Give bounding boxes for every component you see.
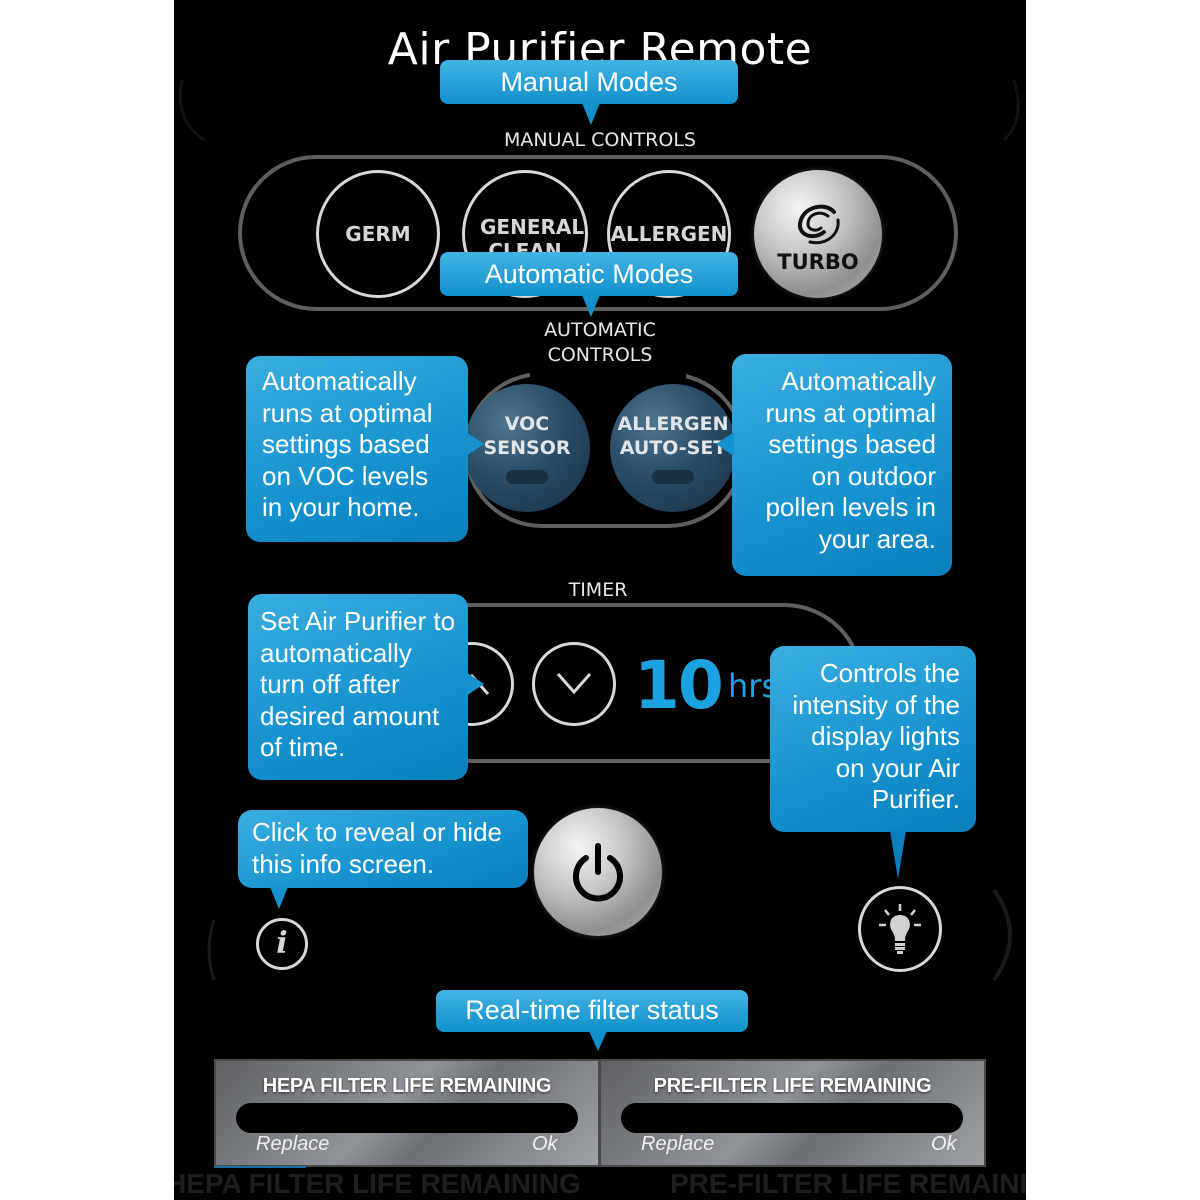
germ-mode-label: GERM [345, 222, 411, 246]
voc-sensor-indicator [506, 470, 548, 484]
timer-info-text: Set Air Purifier to automatically turn o… [260, 606, 456, 762]
automatic-modes-callout-pointer [582, 295, 600, 317]
timer-unit: hrs [728, 667, 779, 705]
allergen-mode-label: ALLERGEN [610, 222, 728, 246]
filter-status-callout: Real-time filter status [436, 990, 748, 1032]
remote-panel: Air Purifier Remote Manual Modes MANUAL … [174, 0, 1026, 1200]
voc-sensor-button[interactable]: VOC SENSOR [464, 384, 590, 512]
automatic-controls-gap [530, 366, 686, 378]
turbo-mode-button[interactable]: TURBO [754, 170, 882, 298]
voc-info-text: Automatically runs at optimal settings b… [262, 366, 433, 522]
pre-filter-status: PRE-FILTER LIFE REMAINING Replace Ok [599, 1059, 986, 1167]
background-decoration [178, 79, 1020, 982]
ghost-footer-right: PRE-FILTER LIFE REMAINING [670, 1168, 1026, 1199]
light-info-pointer [890, 831, 906, 879]
allergen-info-callout: Automatically runs at optimal settings b… [732, 354, 952, 576]
info-icon: i [276, 926, 288, 961]
ghost-footer-left: HEPA FILTER LIFE REMAINING [174, 1168, 581, 1199]
allergen-info-text: Automatically runs at optimal settings b… [765, 366, 936, 554]
allergen-info-pointer [716, 432, 734, 456]
info-button[interactable]: i [256, 918, 308, 970]
info-screen-text: Click to reveal or hide this info screen… [252, 817, 502, 879]
info-screen-callout: Click to reveal or hide this info screen… [238, 810, 528, 888]
turbo-mode-label: TURBO [777, 250, 859, 274]
hepa-filter-life-bar [236, 1103, 578, 1133]
allergen-auto-set-label-line1: ALLERGEN [617, 413, 729, 435]
automatic-controls-label-line1: AUTOMATIC [544, 319, 656, 341]
allergen-auto-set-button[interactable]: ALLERGEN AUTO-SET [610, 384, 736, 512]
voc-sensor-label-line2: SENSOR [483, 437, 571, 459]
allergen-auto-set-label-line2: AUTO-SET [619, 437, 727, 459]
automatic-controls-label-line2: CONTROLS [547, 344, 653, 366]
light-info-callout: Controls the intensity of the display li… [770, 646, 976, 832]
info-screen-pointer [270, 887, 288, 909]
germ-mode-button[interactable]: GERM [316, 170, 440, 298]
voc-info-callout: Automatically runs at optimal settings b… [246, 356, 468, 542]
timer-value: 10 [634, 647, 724, 724]
power-icon [573, 843, 623, 902]
power-button[interactable] [534, 808, 662, 936]
timer-down-button[interactable] [532, 642, 616, 726]
automatic-modes-callout: Automatic Modes [440, 252, 738, 296]
pre-filter-replace-label: Replace [641, 1133, 715, 1155]
hepa-filter-title: HEPA FILTER LIFE REMAINING [262, 1075, 552, 1097]
manual-controls-label: MANUAL CONTROLS [484, 128, 716, 152]
timer-info-callout: Set Air Purifier to automatically turn o… [248, 594, 468, 780]
hepa-filter-ok-label: Ok [532, 1133, 558, 1155]
manual-modes-callout-pointer [582, 103, 600, 125]
manual-modes-callout: Manual Modes [440, 60, 738, 104]
light-intensity-button[interactable] [858, 886, 942, 972]
timer-label: TIMER [550, 578, 646, 602]
hepa-filter-accent-line [214, 1166, 306, 1168]
timer-info-pointer [466, 672, 484, 696]
automatic-controls-label: AUTOMATIC CONTROLS [514, 318, 686, 368]
pre-filter-title: PRE-FILTER LIFE REMAINING [653, 1075, 932, 1097]
light-info-text: Controls the intensity of the display li… [792, 658, 960, 814]
pre-filter-life-bar [621, 1103, 963, 1133]
voc-info-pointer [466, 432, 484, 456]
voc-sensor-label-line1: VOC [504, 413, 550, 435]
pre-filter-ok-label: Ok [931, 1133, 957, 1155]
chevron-down-icon [556, 673, 592, 695]
lightbulb-icon [879, 904, 921, 954]
hepa-filter-replace-label: Replace [256, 1133, 330, 1155]
hepa-filter-status: HEPA FILTER LIFE REMAINING Replace Ok [214, 1059, 600, 1167]
filter-status-pointer [589, 1031, 607, 1051]
turbo-swirl-icon [798, 204, 840, 245]
allergen-auto-set-indicator [652, 470, 694, 484]
